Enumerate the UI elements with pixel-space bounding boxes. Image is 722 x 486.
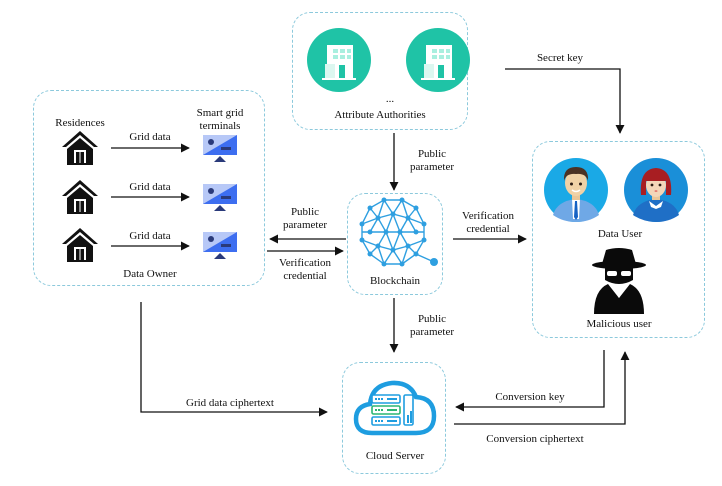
female-user-avatar-icon	[624, 158, 688, 222]
building-icon	[307, 28, 371, 92]
data-owner-box	[33, 90, 265, 286]
grid-data-label-1: Grid data	[129, 131, 171, 143]
malicious-user-label: Malicious user	[586, 318, 652, 330]
data-owner-label: Data Owner	[123, 268, 177, 280]
house-icon	[62, 180, 98, 214]
blockchain-to-owner-label-line1: Public	[290, 206, 320, 218]
aa-to-blockchain-label-line1: Public	[417, 148, 447, 160]
cloud-server-icon	[353, 380, 437, 436]
smart-terminal-icon	[203, 135, 237, 162]
blockchain-to-user-label-line1: Verification	[462, 210, 514, 222]
terminals-label-line1: Smart grid	[196, 107, 244, 119]
authorities-ellipsis: ...	[385, 93, 395, 105]
residences-label: Residences	[55, 117, 105, 129]
attribute-authorities-label: Attribute Authorities	[334, 109, 426, 121]
blockchain-to-user-label-line2: credential	[466, 223, 510, 235]
owner-to-blockchain-label-line1: Verification	[279, 257, 331, 269]
conversion-key-label: Conversion key	[495, 391, 565, 403]
grid-data-label-3: Grid data	[129, 230, 171, 242]
blockchain-to-owner-label-line2: parameter	[283, 219, 327, 231]
owner-to-blockchain-label-line2: credential	[283, 270, 327, 282]
data-user-label: Data User	[597, 228, 643, 240]
house-icon	[62, 228, 98, 262]
grid-ciphertext-label: Grid data ciphertext	[186, 397, 274, 409]
conversion-ciphertext-label: Conversion ciphertext	[486, 433, 584, 445]
grid-data-label-2: Grid data	[129, 181, 171, 193]
blockchain-to-cloud-label-line2: parameter	[410, 326, 454, 338]
grid-ciphertext-arrow	[140, 302, 328, 417]
smart-terminal-icon	[203, 184, 237, 211]
cloud-server-label: Cloud Server	[365, 450, 425, 462]
aa-to-blockchain-label-line2: parameter	[410, 161, 454, 173]
blockchain-to-cloud-label-line1: Public	[417, 313, 447, 325]
conversion-ciphertext-arrow	[454, 351, 630, 425]
secret-key-arrow	[505, 68, 625, 134]
secret-key-label: Secret key	[536, 52, 584, 64]
data-user-box	[532, 141, 705, 338]
house-icon	[62, 131, 98, 165]
blockchain-network-icon	[359, 197, 438, 267]
terminals-label-line2: terminals	[199, 120, 241, 132]
malicious-user-spy-icon	[592, 248, 646, 314]
smart-terminal-icon	[203, 232, 237, 259]
building-icon	[406, 28, 470, 92]
blockchain-label: Blockchain	[369, 275, 421, 287]
cloud-server-box	[342, 362, 446, 474]
male-user-avatar-icon	[544, 158, 608, 222]
conversion-key-arrow	[455, 350, 605, 412]
blockchain-box	[347, 193, 443, 295]
